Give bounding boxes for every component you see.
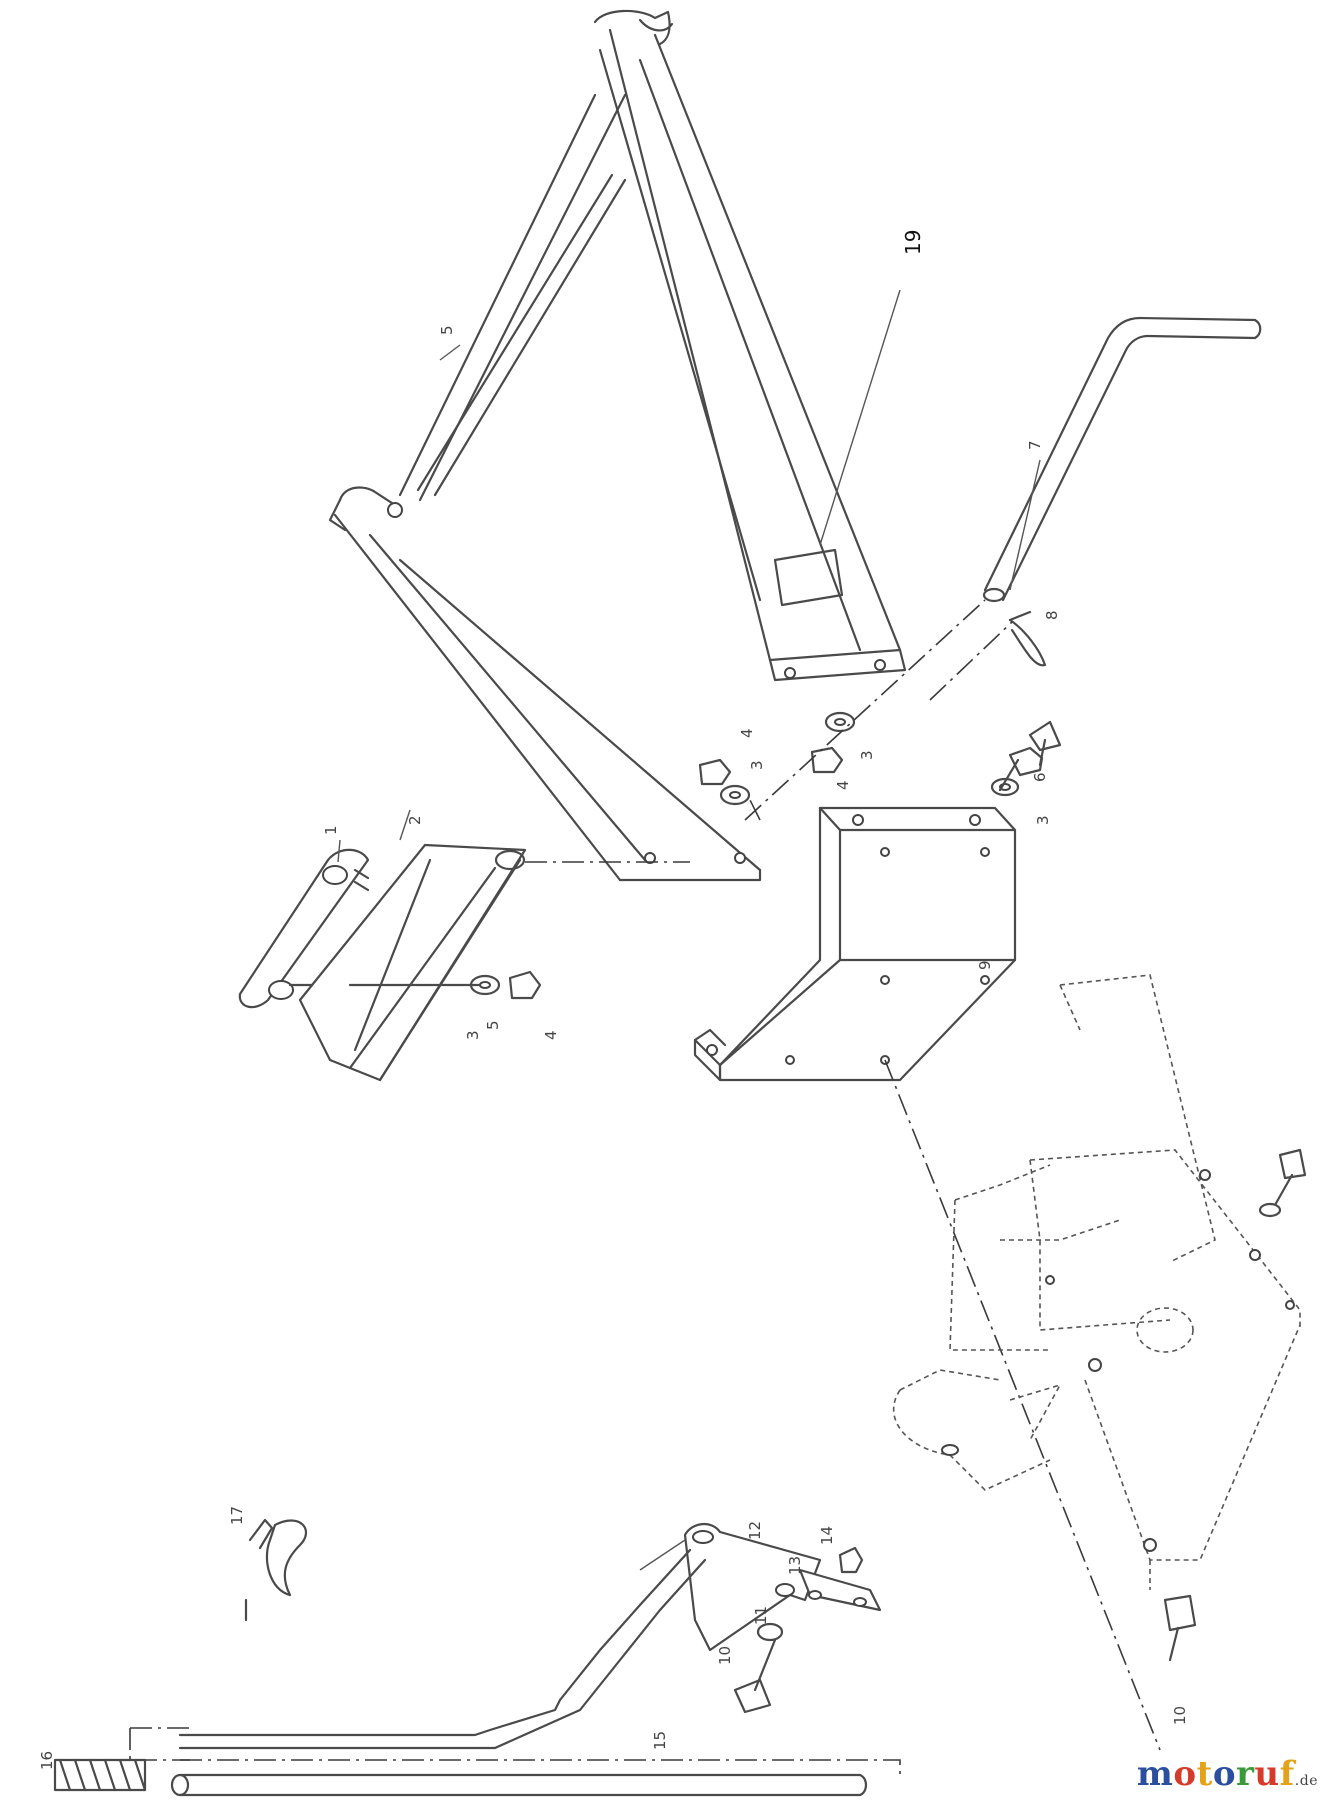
brand-letter: r [1236,1754,1255,1794]
callout-4b: 4 [834,780,852,790]
lower-handle-bar [178,1523,882,1750]
brand-watermark: motoruf.de [1137,1754,1318,1794]
callout-7: 7 [1026,440,1044,450]
brand-letter: u [1254,1754,1280,1794]
callout-1: 1 [322,825,340,835]
callout-3c: 3 [1034,815,1052,825]
callout-2: 2 [406,815,424,825]
callout-5a: 5 [438,325,456,335]
assembly-lines [129,599,1161,1780]
callout-5b: 5 [484,1020,502,1030]
callout-14: 14 [818,1526,836,1545]
brand-suffix: .de [1294,1773,1318,1789]
leader-lines [337,289,1041,1571]
saddle-plate [298,843,527,1082]
callout-19: 19 [901,230,925,255]
lynch-pin [1008,610,1047,667]
callout-10b: 10 [1171,1706,1189,1725]
callout-15: 15 [651,1731,669,1750]
callout-3a: 3 [748,760,766,770]
callout-4c: 4 [542,1030,560,1040]
callout-3d: 3 [464,1030,482,1040]
brand-letter: o [1173,1754,1197,1794]
bolts [733,720,1307,1714]
callout-6: 6 [1031,772,1049,782]
hitch-pin-clip [244,1518,307,1622]
mounting-bracket [693,806,1017,1082]
spring-coil [53,1758,147,1792]
callout-10a: 10 [716,1646,734,1665]
handle-rod [982,316,1262,603]
brand-letter: o [1212,1754,1236,1794]
callout-17: 17 [228,1506,246,1525]
callout-11: 11 [752,1606,770,1625]
callout-16: 16 [38,1751,56,1770]
straight-tube [170,1773,868,1797]
callout-4a: 4 [738,728,756,738]
brand-letter: t [1196,1754,1213,1794]
callout-12: 12 [746,1521,764,1540]
brand-letter: f [1279,1754,1295,1794]
callout-13: 13 [786,1556,804,1575]
washers-nuts [348,711,1044,1000]
callout-3b: 3 [858,750,876,760]
engine-deck-outline [893,974,1301,1590]
brand-letter: m [1136,1754,1174,1794]
callout-labels: 19 5 7 8 4 3 4 3 6 3 2 1 9 3 4 12 14 13 … [38,230,1189,1770]
a-frame [328,9,907,882]
callout-8: 8 [1043,610,1061,620]
callout-9: 9 [976,960,994,970]
